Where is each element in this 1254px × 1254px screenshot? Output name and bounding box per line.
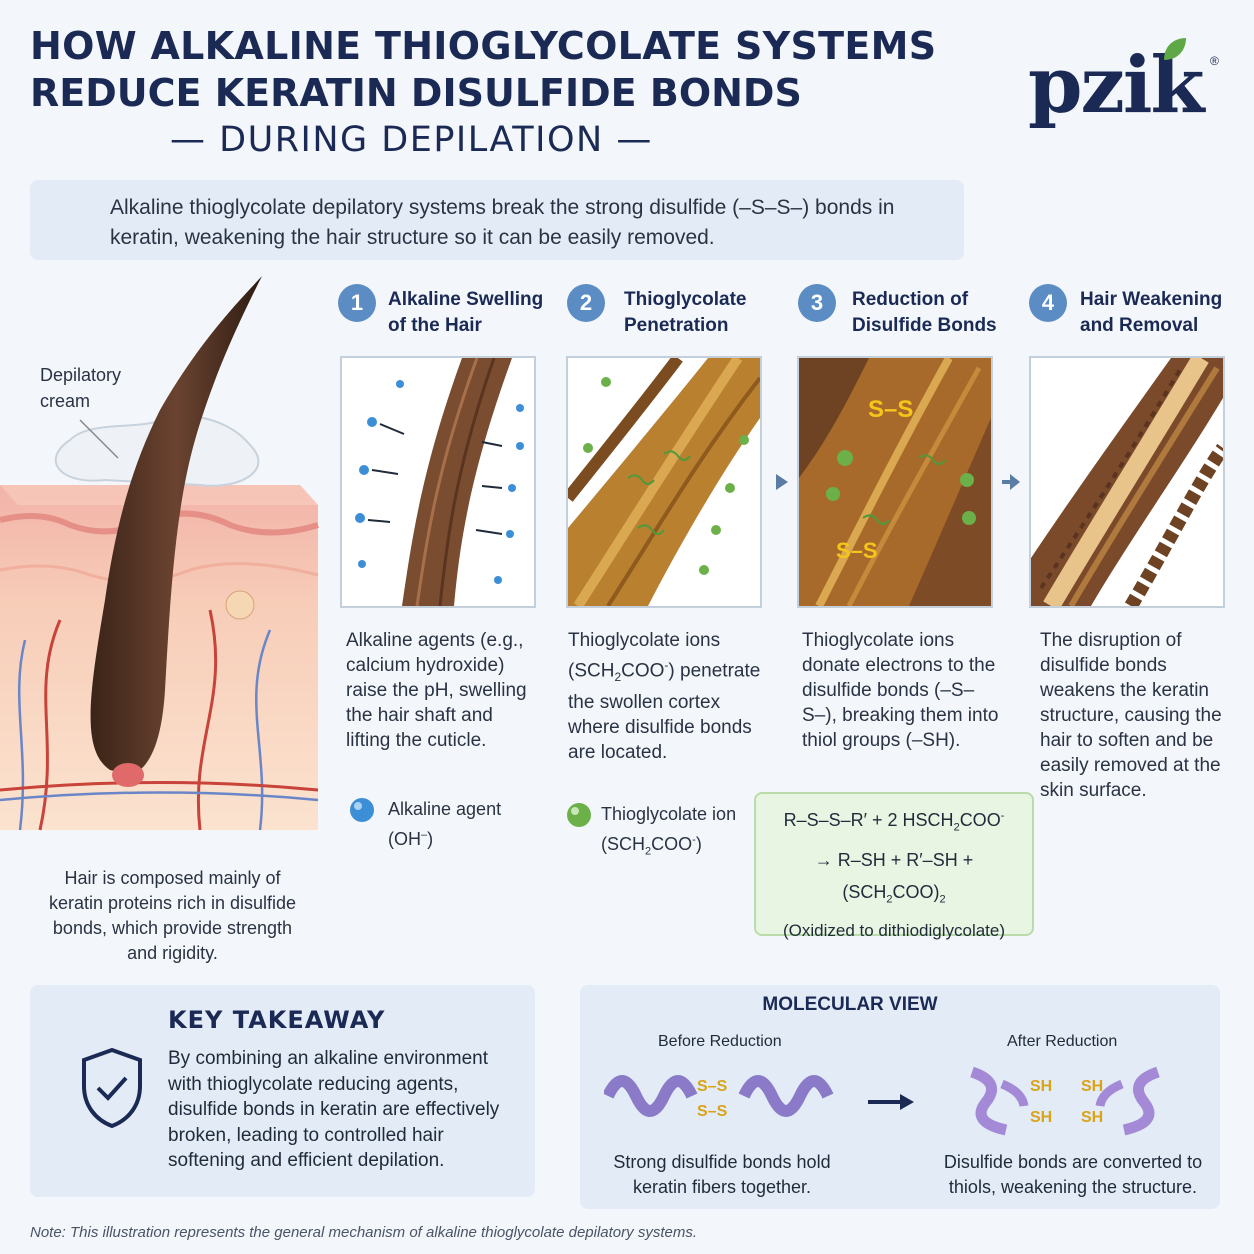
ss-bond-label-bottom: S–S: [836, 538, 878, 563]
thioglycolate-ion-icon: [567, 803, 591, 827]
step-3-badge: 3: [798, 284, 836, 322]
step-1-title-l2: of the Hair: [388, 315, 482, 336]
step-2-badge: 2: [567, 284, 605, 322]
shield-check-icon: [82, 1047, 142, 1129]
step-4-title: Hair Weakening and Removal: [1080, 287, 1222, 339]
after-reduction-label: After Reduction: [1007, 1033, 1118, 1050]
equation-line-1: R–S–S–R′ + 2 HSCH2COO-: [783, 810, 1005, 834]
before-bond-1: S–S: [697, 1078, 728, 1095]
step-1-panel: [340, 356, 536, 608]
title-line-3: — DURING DEPILATION —: [170, 120, 653, 160]
step-2-title: Thioglycolate Penetration: [624, 287, 746, 339]
step-2-panel: [566, 356, 762, 608]
after-group-3: SH: [1081, 1078, 1104, 1095]
step-3-title: Reduction of Disulfide Bonds: [852, 287, 997, 339]
arrow-right-icon: [776, 474, 788, 490]
step-4-badge: 4: [1029, 284, 1067, 322]
alkaline-agent-icon: [350, 798, 374, 822]
step-1-description: Alkaline agents (e.g., calcium hydroxide…: [346, 630, 527, 751]
cream-label: Depilatory cream: [40, 365, 122, 411]
penetration-graphic: [568, 358, 760, 606]
reduction-graphic: [799, 358, 991, 606]
step-1-badge: 1: [338, 284, 376, 322]
equation-line-2: → R–SH + R′–SH +: [814, 849, 974, 870]
ss-bond-label-top: S–S: [868, 396, 914, 423]
intro-text: Alkaline thioglycolate depilatory system…: [110, 196, 895, 249]
after-caption: Disulfide bonds are converted to thiols,…: [943, 1152, 1203, 1197]
before-reduction-label: Before Reduction: [658, 1033, 782, 1050]
equation-line-3: (SCH2COO)2: [842, 881, 946, 906]
step-3-panel: [797, 356, 993, 608]
registered-mark: ®: [1210, 54, 1219, 68]
title-line-2: REDUCE KERATIN DISULFIDE BONDS: [30, 71, 802, 115]
swollen-hair-graphic: [355, 358, 524, 606]
step-3-title-l1: Reduction of: [852, 289, 969, 310]
molecular-view-heading: MOLECULAR VIEW: [762, 994, 938, 1015]
after-group-1: SH: [1030, 1078, 1053, 1095]
legend-thioglycolate: Thioglycolate ion (SCH2COO-): [601, 804, 737, 858]
title-line-1: HOW ALKALINE THIOGLYCOLATE SYSTEMS: [30, 24, 937, 68]
intro-box: [30, 180, 964, 260]
reaction-equation-box: R–S–S–R′ + 2 HSCH2COO- → R–SH + R′–SH + …: [754, 792, 1034, 940]
step-1-title: Alkaline Swelling of the Hair: [388, 287, 543, 339]
weakened-hair-graphic: [1031, 358, 1223, 606]
leaf-icon: [1164, 38, 1186, 60]
step-4-panel: [1029, 356, 1225, 608]
step-4-title-l1: Hair Weakening: [1080, 289, 1223, 310]
footer-note: Note: This illustration represents the g…: [30, 1224, 697, 1241]
arrow-right-icon: [1002, 474, 1020, 490]
key-takeaway-heading: KEY TAKEAWAY: [168, 1006, 386, 1034]
after-helix-graphic: [970, 1066, 1160, 1136]
step-2-title-l1: Thioglycolate: [624, 289, 747, 310]
step-4-description: The disruption of disulfide bonds weaken…: [1040, 630, 1222, 801]
step-3-description: Thioglycolate ions donate electrons to t…: [802, 630, 999, 751]
step-3-title-l2: Disulfide Bonds: [852, 315, 997, 336]
before-bond-2: S–S: [697, 1103, 728, 1120]
after-group-2: SH: [1030, 1109, 1053, 1126]
step-1-title-l1: Alkaline Swelling: [388, 289, 544, 310]
after-group-4: SH: [1081, 1109, 1104, 1126]
key-takeaway-text: By combining an alkaline environment wit…: [168, 1048, 500, 1171]
illustration-caption: Hair is composed mainly of keratin prote…: [48, 868, 297, 963]
step-2-title-l2: Penetration: [624, 315, 729, 336]
before-helix-graphic: [604, 1075, 834, 1117]
step-4-title-l2: and Removal: [1080, 315, 1199, 336]
equation-line-4: (Oxidized to dithiodiglycolate): [782, 921, 1006, 941]
legend-alkaline: Alkaline agent (OH–): [388, 799, 502, 849]
reaction-arrow-icon: [868, 1094, 914, 1110]
before-caption: Strong disulfide bonds hold keratin fibe…: [613, 1152, 831, 1197]
step-2-description: Thioglycolate ions (SCH2COO-) penetrate …: [568, 630, 761, 764]
skin-hair-illustration: [0, 276, 319, 831]
